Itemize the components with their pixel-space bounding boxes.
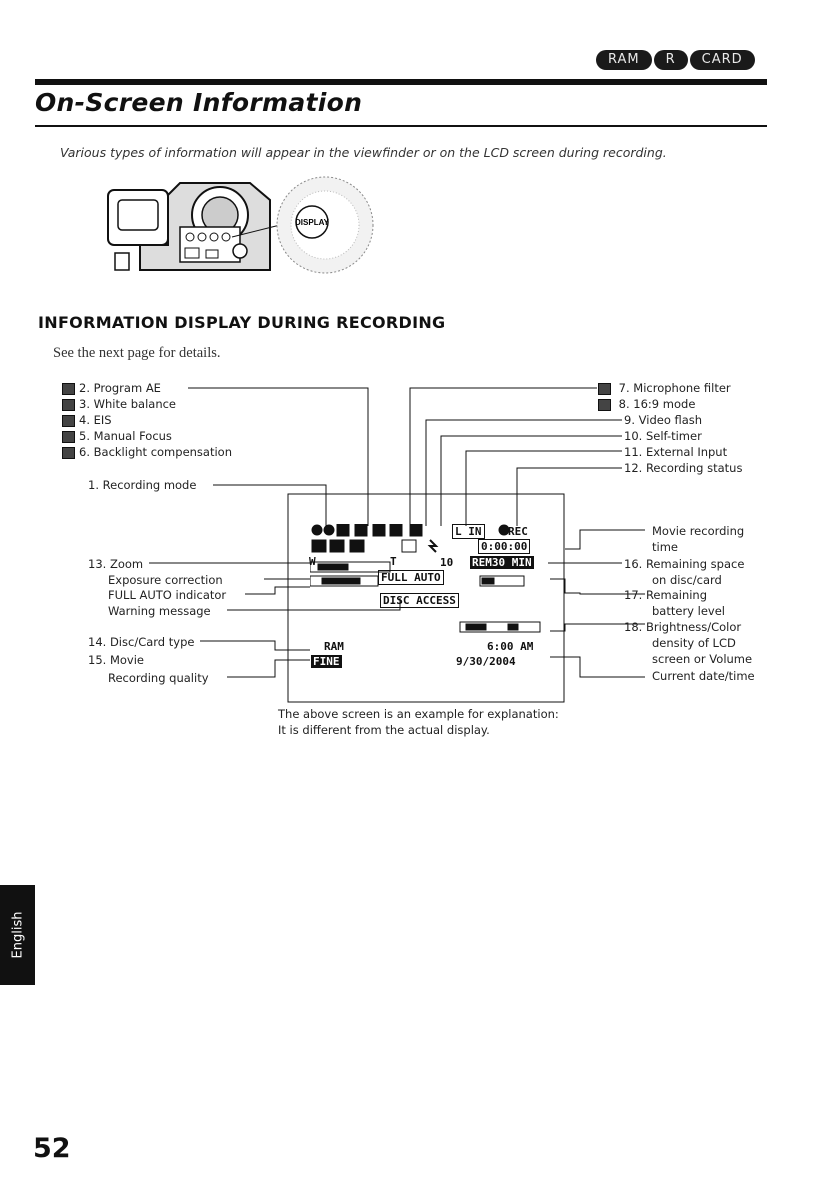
section-heading: INFORMATION DISPLAY DURING RECORDING: [38, 313, 446, 332]
osd-full-auto: FULL AUTO: [378, 570, 444, 585]
osd-rec: REC: [508, 525, 528, 538]
camcorder-illustration: DISPLAY: [107, 176, 374, 274]
label-zoom: 13. Zoom: [88, 557, 144, 571]
eis-icon: [62, 414, 75, 427]
label-movie-time-1: Movie recording: [652, 524, 745, 538]
mode-pill-card: CARD: [689, 50, 755, 70]
osd-disc-access: DISC ACCESS: [380, 593, 459, 608]
callout-lines: [149, 387, 645, 703]
osd-icons: [310, 524, 541, 633]
label-recording-status: 12. Recording status: [624, 461, 743, 475]
label-disc-type: 14. Disc/Card type: [88, 635, 195, 649]
osd-remaining: REM30 MIN: [470, 556, 534, 569]
mic-filter-icon: [598, 382, 611, 395]
label-external-input: 11. External Input: [624, 445, 728, 459]
osd-fine: FINE: [311, 655, 342, 668]
label-battery: 17. Remaining: [624, 588, 708, 602]
mode-pill-r: R: [653, 50, 688, 70]
label-backlight: 6. Backlight compensation: [62, 444, 232, 460]
manual-focus-icon: [62, 430, 75, 443]
see-next-page-note: See the next page for details.: [53, 345, 221, 361]
osd-self-timer: 10: [440, 556, 454, 569]
osd-clock: 6:00 AM: [487, 640, 534, 653]
header-rule-thick: [35, 79, 767, 85]
page-title: On-Screen Information: [35, 88, 363, 117]
label-movie: 15. Movie: [88, 653, 144, 667]
label-self-timer: 10. Self-timer: [624, 429, 702, 443]
label-video-flash: 9. Video flash: [624, 413, 703, 427]
label-movie-time-2: time: [652, 540, 678, 554]
intro-text: Various types of information will appear…: [60, 145, 667, 160]
white-balance-icon: [62, 398, 75, 411]
label-exposure: Exposure correction: [108, 573, 223, 587]
language-label: English: [10, 911, 25, 959]
osd-zoom-w: W: [309, 555, 316, 568]
label-current-date: Current date/time: [652, 669, 755, 683]
header-rule-thin: [35, 125, 767, 127]
label-mic-filter: 7. Microphone filter: [598, 380, 731, 396]
label-brightness-2: density of LCD: [652, 636, 736, 650]
program-ae-icon: [62, 382, 75, 395]
label-white-balance: 3. White balance: [62, 396, 176, 412]
osd-ram: RAM: [324, 640, 344, 653]
label-brightness: 18. Brightness/Color: [624, 620, 742, 634]
osd-time: 0:00:00: [478, 539, 531, 554]
language-tab: English: [0, 885, 35, 985]
label-remaining-space: 16. Remaining space: [624, 557, 745, 571]
note-line-2: It is different from the actual display.: [278, 723, 490, 737]
osd-zoom-t: T: [390, 555, 397, 568]
label-program-ae: 2. Program AE: [62, 380, 161, 396]
label-recording-mode: 1. Recording mode: [88, 478, 197, 492]
label-warning: Warning message: [108, 604, 211, 618]
label-recording-quality: Recording quality: [108, 671, 209, 685]
mode-pills: RAM R CARD: [596, 50, 755, 70]
display-button-label: DISPLAY: [295, 218, 330, 227]
label-16-9-mode: 8. 16:9 mode: [598, 396, 695, 412]
label-brightness-3: screen or Volume: [652, 652, 753, 666]
label-eis: 4. EIS: [62, 412, 112, 428]
label-battery-2: battery level: [652, 604, 725, 618]
mode-pill-ram: RAM: [596, 50, 652, 70]
wide-mode-icon: [598, 398, 611, 411]
osd-date: 9/30/2004: [456, 655, 516, 668]
page-number: 52: [33, 1133, 71, 1164]
osd-line-in: L IN: [452, 524, 485, 539]
explanation-note: The above screen is an example for expla…: [278, 706, 559, 738]
label-manual-focus: 5. Manual Focus: [62, 428, 172, 444]
backlight-icon: [62, 446, 75, 459]
note-line-1: The above screen is an example for expla…: [278, 707, 559, 721]
label-remaining-space-2: on disc/card: [652, 573, 722, 587]
label-full-auto: FULL AUTO indicator: [108, 588, 227, 602]
